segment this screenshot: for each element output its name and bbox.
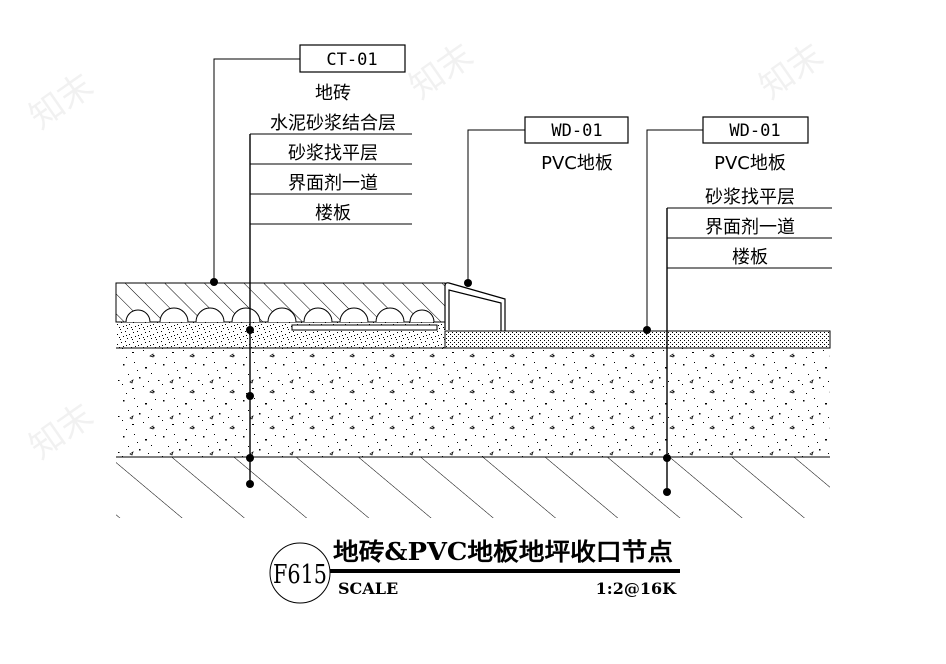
svg-text:知末: 知末	[752, 36, 831, 108]
svg-text:知末: 知末	[22, 66, 101, 138]
callout-middle	[467, 116, 629, 283]
leveling-layer-right	[444, 330, 831, 349]
leader-dot-middle	[464, 279, 472, 287]
label-mortar-leveling-right: 砂浆找平层	[705, 187, 795, 208]
mortar-bed-layer	[116, 322, 445, 348]
floor-slab-layer	[116, 456, 830, 518]
label-floor-tile: 地砖	[315, 83, 351, 104]
label-interface-agent-right: 界面剂一道	[705, 217, 795, 238]
concrete-layer	[116, 347, 830, 457]
label-cement-mortar-bond: 水泥砂浆结合层	[270, 113, 396, 134]
title-block: F615 地砖&PVC地板地坪收口节点 SCALE 1:2@16K	[269, 537, 680, 604]
callout-code-middle: WD-01	[551, 121, 602, 141]
drawing-number: F615	[273, 560, 327, 590]
callout-left	[213, 44, 412, 485]
svg-text:知末: 知末	[22, 396, 101, 468]
callout-code-left: CT-01	[326, 50, 377, 70]
transition-strip	[444, 282, 506, 331]
callout-right	[646, 116, 832, 492]
label-floor-slab: 楼板	[315, 203, 351, 224]
scale-label: SCALE	[338, 579, 398, 598]
label-pvc-floor-middle: PVC地板	[541, 153, 613, 174]
drawing-title: 地砖&PVC地板地坪收口节点	[333, 537, 673, 566]
label-interface-agent: 界面剂一道	[288, 173, 378, 194]
scale-value: 1:2@16K	[596, 579, 677, 598]
label-floor-slab-right: 楼板	[732, 247, 768, 268]
callout-code-right: WD-01	[729, 121, 780, 141]
floor-tile-layer	[115, 282, 446, 323]
leader-dots-right	[643, 326, 671, 496]
leader-dots-left	[210, 278, 254, 488]
label-mortar-leveling: 砂浆找平层	[288, 143, 378, 164]
label-pvc-floor-right: PVC地板	[714, 153, 786, 174]
svg-text:知末: 知末	[402, 36, 481, 108]
